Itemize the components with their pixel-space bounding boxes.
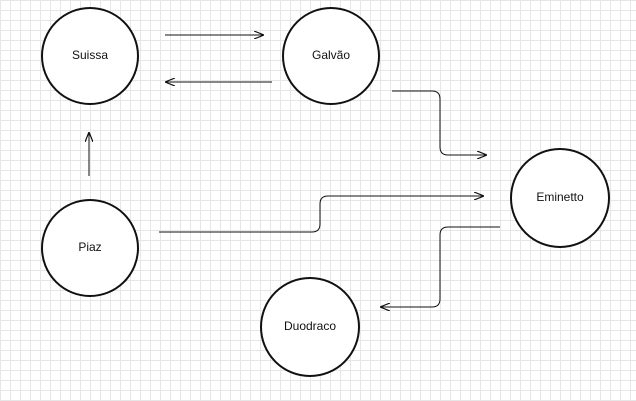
node-galvao-label: Galvão (312, 48, 350, 62)
node-galvao[interactable]: Galvão (282, 7, 380, 105)
node-suissa[interactable]: Suissa (41, 7, 139, 105)
node-duodraco-label: Duodraco (284, 319, 336, 333)
node-duodraco-circle (260, 277, 360, 377)
node-eminetto-circle (510, 148, 610, 248)
node-eminetto-label: Eminetto (536, 190, 584, 204)
node-eminetto[interactable]: Eminetto (510, 148, 610, 248)
node-galvao-circle (282, 7, 380, 105)
edge-galvao-to-eminetto[interactable] (392, 90, 486, 155)
node-duodraco[interactable]: Duodraco (260, 277, 360, 377)
node-piaz[interactable]: Piaz (41, 199, 139, 297)
node-suissa-circle (41, 7, 139, 105)
edge-piaz-to-eminetto[interactable] (159, 196, 483, 233)
node-piaz-circle (41, 199, 139, 297)
node-suissa-label: Suissa (72, 48, 108, 62)
edge-eminetto-to-duodraco[interactable] (381, 226, 500, 307)
node-piaz-label: Piaz (78, 240, 101, 254)
